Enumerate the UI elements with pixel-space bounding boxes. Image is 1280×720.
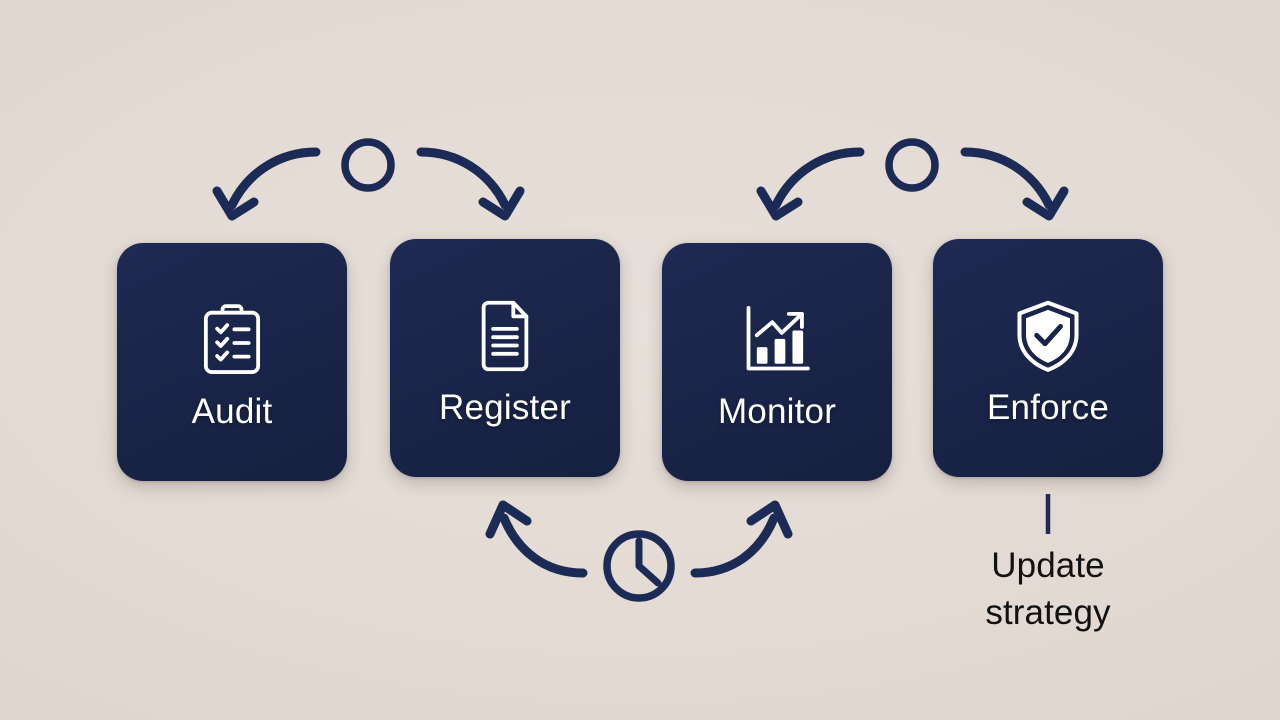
step-card-enforce[interactable]: Enforce (933, 239, 1163, 477)
arrowhead-to-monitor-return (746, 500, 793, 539)
arrowhead-to-audit (212, 186, 259, 221)
arrowhead-to-register-return (485, 500, 532, 539)
step-card-audit[interactable]: Audit (117, 243, 347, 481)
arrow-to-audit (227, 147, 321, 210)
circle-icon (885, 138, 939, 192)
step-card-label: Audit (191, 391, 273, 431)
top-connector-group-1 (212, 138, 525, 221)
update-strategy-line-2: strategy (985, 592, 1111, 632)
shield-check-icon (1017, 300, 1079, 372)
clock-hands (635, 537, 662, 587)
circle-icon (341, 138, 395, 192)
shield-outer-outline (1017, 300, 1079, 372)
arrowhead-to-monitor (756, 186, 803, 221)
bar-chart-trending-up-icon (746, 305, 810, 370)
arrow-to-enforce (960, 147, 1054, 210)
update-strategy-caption: Update strategy (928, 543, 1168, 636)
clock-face (603, 530, 675, 602)
step-card-monitor[interactable]: Monitor (662, 243, 892, 481)
shield-body (1026, 309, 1070, 363)
check-mark (1034, 323, 1063, 346)
document-lines-icon (481, 300, 529, 371)
arrow-to-register (416, 147, 510, 210)
arrow-to-monitor (771, 147, 865, 210)
step-card-register[interactable]: Register (390, 239, 620, 477)
arrowhead-to-enforce (1022, 186, 1069, 221)
step-card-label: Enforce (986, 387, 1110, 427)
step-card-label: Register (439, 387, 571, 427)
step-card-label: Monitor (717, 391, 837, 431)
clipboard-checklist-icon (203, 303, 261, 374)
arrow-to-monitor-return (690, 513, 779, 578)
arrowhead-to-register (478, 186, 525, 221)
arrow-to-register-return (499, 513, 588, 578)
top-connector-group-2 (756, 138, 1069, 221)
clock-icon (603, 530, 675, 602)
bottom-connector-group (485, 500, 793, 602)
update-strategy-line-1: Update (991, 546, 1105, 585)
